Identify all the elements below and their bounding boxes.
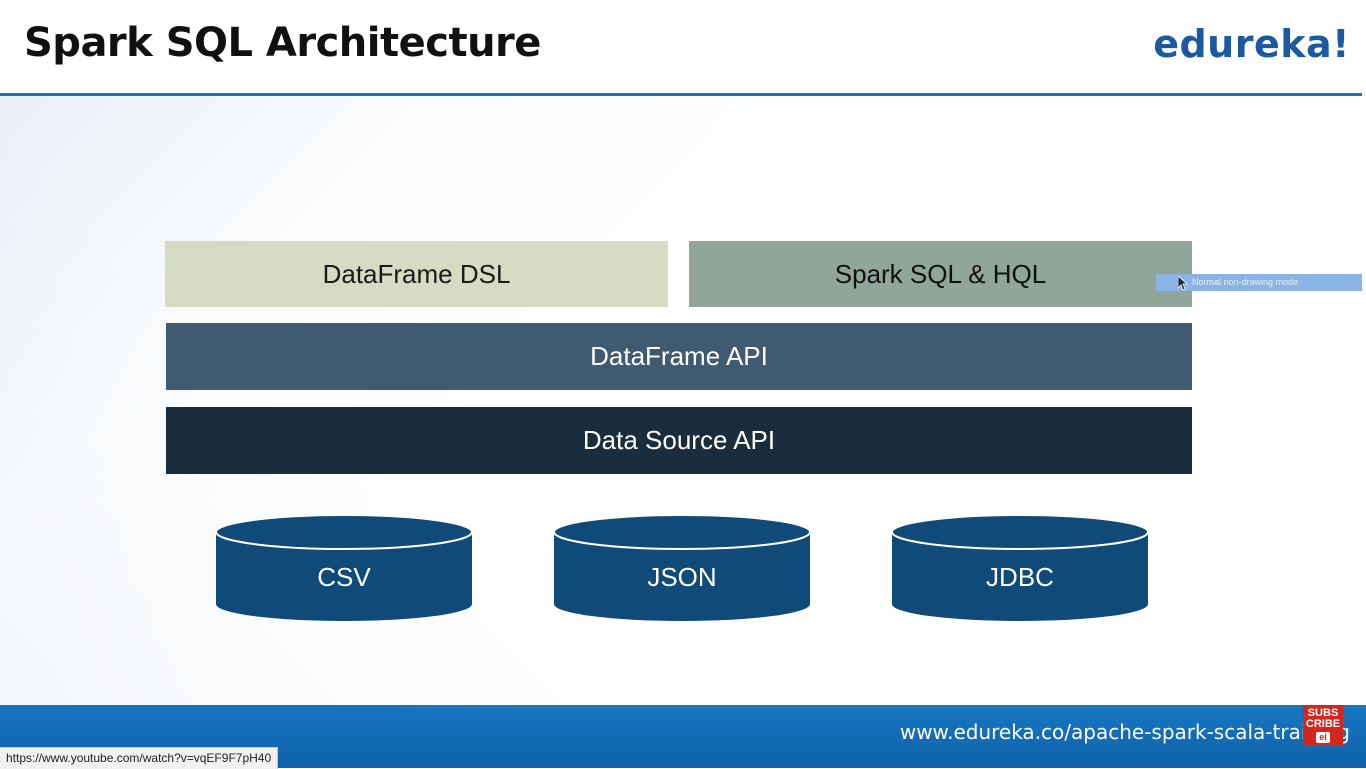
dataframe-api-block: DataFrame API [166, 323, 1192, 390]
database-icon [215, 514, 473, 621]
dataframe-dsl-block: DataFrame DSL [165, 241, 668, 307]
subscribe-button[interactable]: SUBS CRIBE el [1303, 705, 1343, 745]
json-label: JSON [647, 562, 717, 592]
subscribe-text-line2: CRIBE [1305, 718, 1341, 730]
drawing-mode-tooltip: Normal non-drawing mode [1156, 274, 1362, 291]
database-icon [891, 514, 1149, 621]
mouse-cursor-icon [1178, 276, 1188, 290]
slide-title: Spark SQL Architecture [24, 20, 541, 66]
footer-url: www.edureka.co/apache-spark-scala-traini… [899, 720, 1350, 744]
json-database-cylinder: JSON [553, 514, 811, 622]
spark-sql-hql-block: Spark SQL & HQL [689, 241, 1192, 307]
csv-label: CSV [317, 562, 371, 592]
database-icon [553, 514, 811, 621]
subscribe-badge: el [1316, 732, 1330, 743]
csv-database-cylinder: CSV [215, 514, 473, 622]
jdbc-label: JDBC [986, 562, 1054, 592]
title-divider [0, 93, 1362, 96]
browser-status-url: https://www.youtube.com/watch?v=vqEF9F7p… [0, 747, 279, 769]
jdbc-database-cylinder: JDBC [891, 514, 1149, 622]
edureka-logo: edureka! [1153, 22, 1350, 66]
data-source-api-block: Data Source API [166, 407, 1192, 474]
subscribe-text-line1: SUBS [1307, 707, 1339, 719]
